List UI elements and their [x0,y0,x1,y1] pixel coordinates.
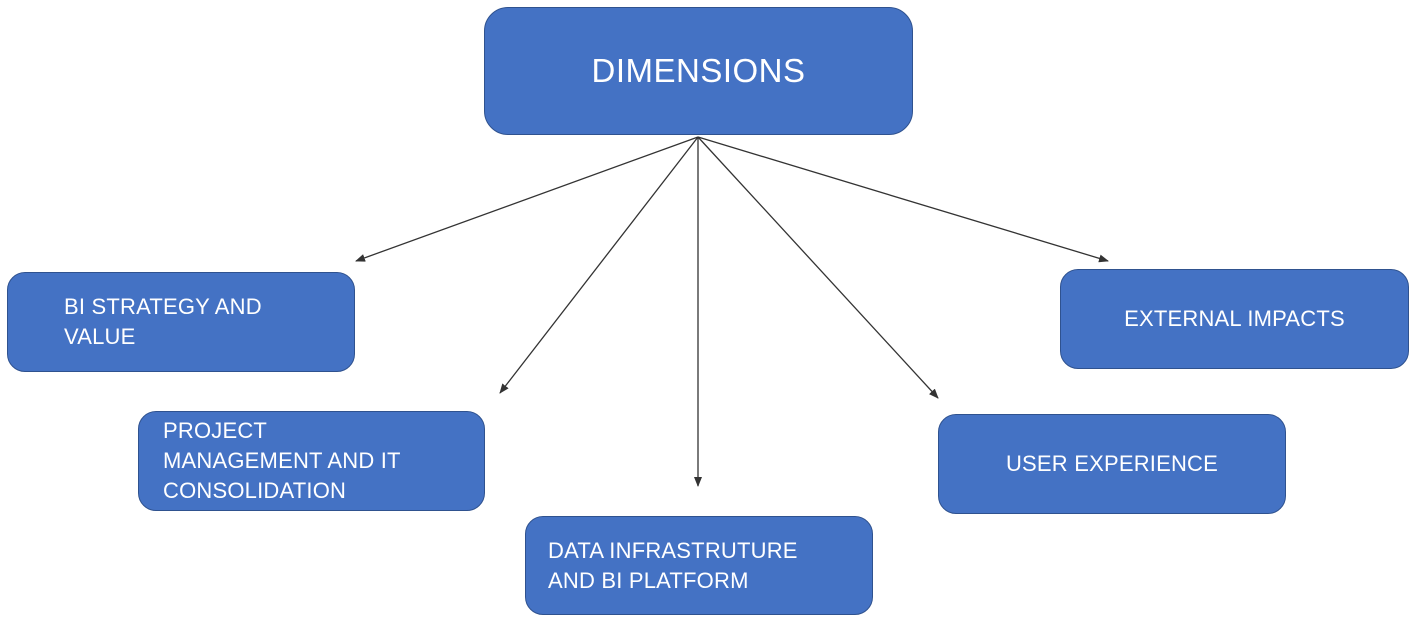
project-management-label: PROJECT MANAGEMENT AND IT CONSOLIDATION [163,418,401,503]
external-impacts-label: EXTERNAL IMPACTS [1124,306,1345,331]
bi-strategy-label: BI STRATEGY AND VALUE [64,294,262,349]
user-experience-node: USER EXPERIENCE [938,414,1286,514]
data-infrastructure-label: DATA INFRASTRUTURE AND BI PLATFORM [548,537,798,593]
dimensions-label: DIMENSIONS [591,52,806,89]
project-management-node: PROJECT MANAGEMENT AND IT CONSOLIDATION [138,411,485,511]
arrow-to-project-management [499,136,699,394]
user-experience-label: USER EXPERIENCE [1005,451,1219,476]
dimensions-node: DIMENSIONS [484,7,913,135]
external-impacts-node: EXTERNAL IMPACTS [1060,269,1409,369]
arrow-to-bi-strategy [355,136,699,262]
data-infrastructure-node: DATA INFRASTRUTURE AND BI PLATFORM [525,516,873,615]
arrow-to-external-impacts [697,136,1109,263]
arrow-to-user-experience [697,136,939,399]
bi-strategy-node: BI STRATEGY AND VALUE [7,272,355,372]
